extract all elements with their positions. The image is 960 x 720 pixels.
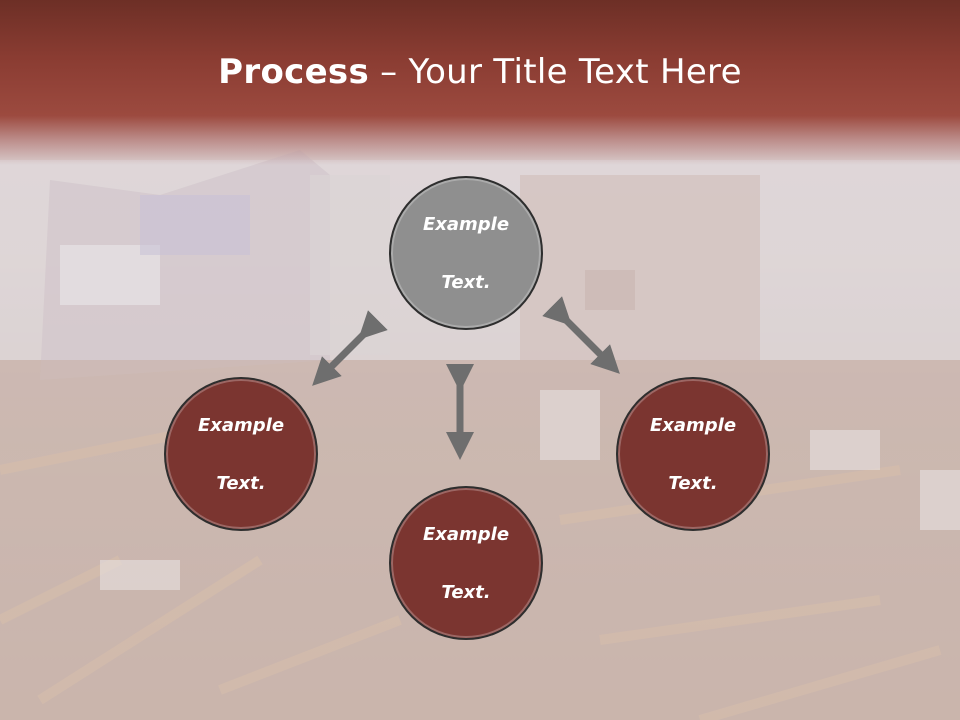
slide-title[interactable]: Process – Your Title Text Here bbox=[0, 52, 960, 92]
title-bold: Process bbox=[218, 52, 370, 92]
title-rest: – Your Title Text Here bbox=[369, 52, 742, 92]
circle-right-line1: Example bbox=[649, 414, 737, 436]
title-band bbox=[0, 0, 960, 165]
circle-left-line1: Example bbox=[197, 414, 285, 436]
circle-top-line1: Example bbox=[422, 213, 510, 235]
circle-right-line2: Text. bbox=[668, 472, 718, 494]
double-arrow-top-left bbox=[312, 310, 388, 386]
circle-left-line2: Text. bbox=[216, 472, 266, 494]
circle-bottom-line1: Example bbox=[422, 523, 510, 545]
circle-top-line2: Text. bbox=[441, 271, 491, 293]
circle-bottom-line2: Text. bbox=[441, 581, 491, 603]
double-arrow-top-right bbox=[542, 296, 620, 374]
